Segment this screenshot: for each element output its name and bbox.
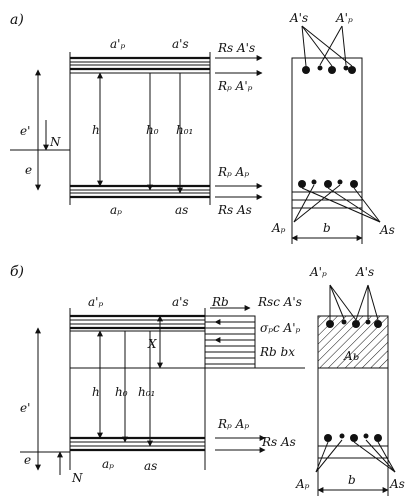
panel-a-cross-section bbox=[291, 25, 381, 244]
label-x: X bbox=[147, 337, 157, 351]
label-Rs-As-prime: Rs A's bbox=[217, 41, 255, 55]
label-a-p-prime: a'ₚ bbox=[110, 37, 125, 51]
label-a-p: aₚ bbox=[102, 457, 114, 471]
label-a-s: as bbox=[144, 459, 157, 473]
label-Ap-prime-top: A'ₚ bbox=[335, 11, 353, 25]
label-a-s: as bbox=[175, 203, 188, 217]
label-As-prime-top: A's bbox=[355, 265, 374, 279]
panel-b-cross-section bbox=[315, 284, 396, 496]
panel-a-marker: а) bbox=[10, 12, 24, 28]
label-a-s-prime: a's bbox=[172, 37, 189, 51]
label-h: h bbox=[92, 123, 100, 137]
label-As-bottom: As bbox=[379, 223, 395, 237]
label-b: b bbox=[323, 221, 331, 235]
label-h: h bbox=[92, 385, 100, 399]
panel-a: а) bbox=[10, 11, 395, 244]
label-sigma-pc: σₚc A'ₚ bbox=[260, 321, 300, 335]
label-h01: h₀₁ bbox=[176, 123, 193, 137]
label-Ap-bottom: Aₚ bbox=[271, 221, 286, 235]
label-h0: h₀ bbox=[115, 385, 128, 399]
label-Rsc-As-prime: Rsc A's bbox=[257, 295, 302, 309]
panel-b-marker: б) bbox=[10, 264, 24, 280]
label-e-prime: e' bbox=[20, 124, 30, 138]
label-Ap-prime-top: A'ₚ bbox=[309, 265, 327, 279]
label-N: N bbox=[71, 471, 83, 485]
label-b: b bbox=[348, 473, 356, 487]
label-Rp-Ap-prime: Rₚ A'ₚ bbox=[217, 79, 253, 93]
label-a-s-prime: a's bbox=[172, 295, 189, 309]
label-As-prime-top: A's bbox=[289, 11, 308, 25]
label-e-prime: e' bbox=[20, 401, 30, 415]
label-Rb: Rb bbox=[211, 295, 229, 309]
label-Rp-Ap: Rₚ Aₚ bbox=[217, 417, 249, 431]
label-e: e bbox=[24, 453, 31, 467]
label-Rb-bx: Rb bx bbox=[259, 345, 295, 359]
label-a-p: aₚ bbox=[110, 203, 122, 217]
label-Rp-Ap: Rₚ Aₚ bbox=[217, 165, 249, 179]
label-a-p-prime: a'ₚ bbox=[88, 295, 103, 309]
label-As-bottom: As bbox=[389, 477, 405, 491]
label-Ap-bottom: Aₚ bbox=[295, 477, 310, 491]
section-outline bbox=[291, 57, 363, 209]
panel-a-element-side-view bbox=[10, 52, 263, 205]
label-h01: h₀₁ bbox=[138, 385, 155, 399]
panel-b-element-side-view bbox=[20, 305, 305, 475]
label-Rs-As: Rs As bbox=[261, 435, 296, 449]
label-e: e bbox=[25, 163, 32, 177]
panel-b: б) bbox=[10, 264, 405, 496]
label-Ab: Aь bbox=[343, 349, 359, 363]
label-h0: h₀ bbox=[146, 123, 159, 137]
label-Rs-As: Rs As bbox=[217, 203, 252, 217]
label-N: N bbox=[49, 135, 61, 149]
